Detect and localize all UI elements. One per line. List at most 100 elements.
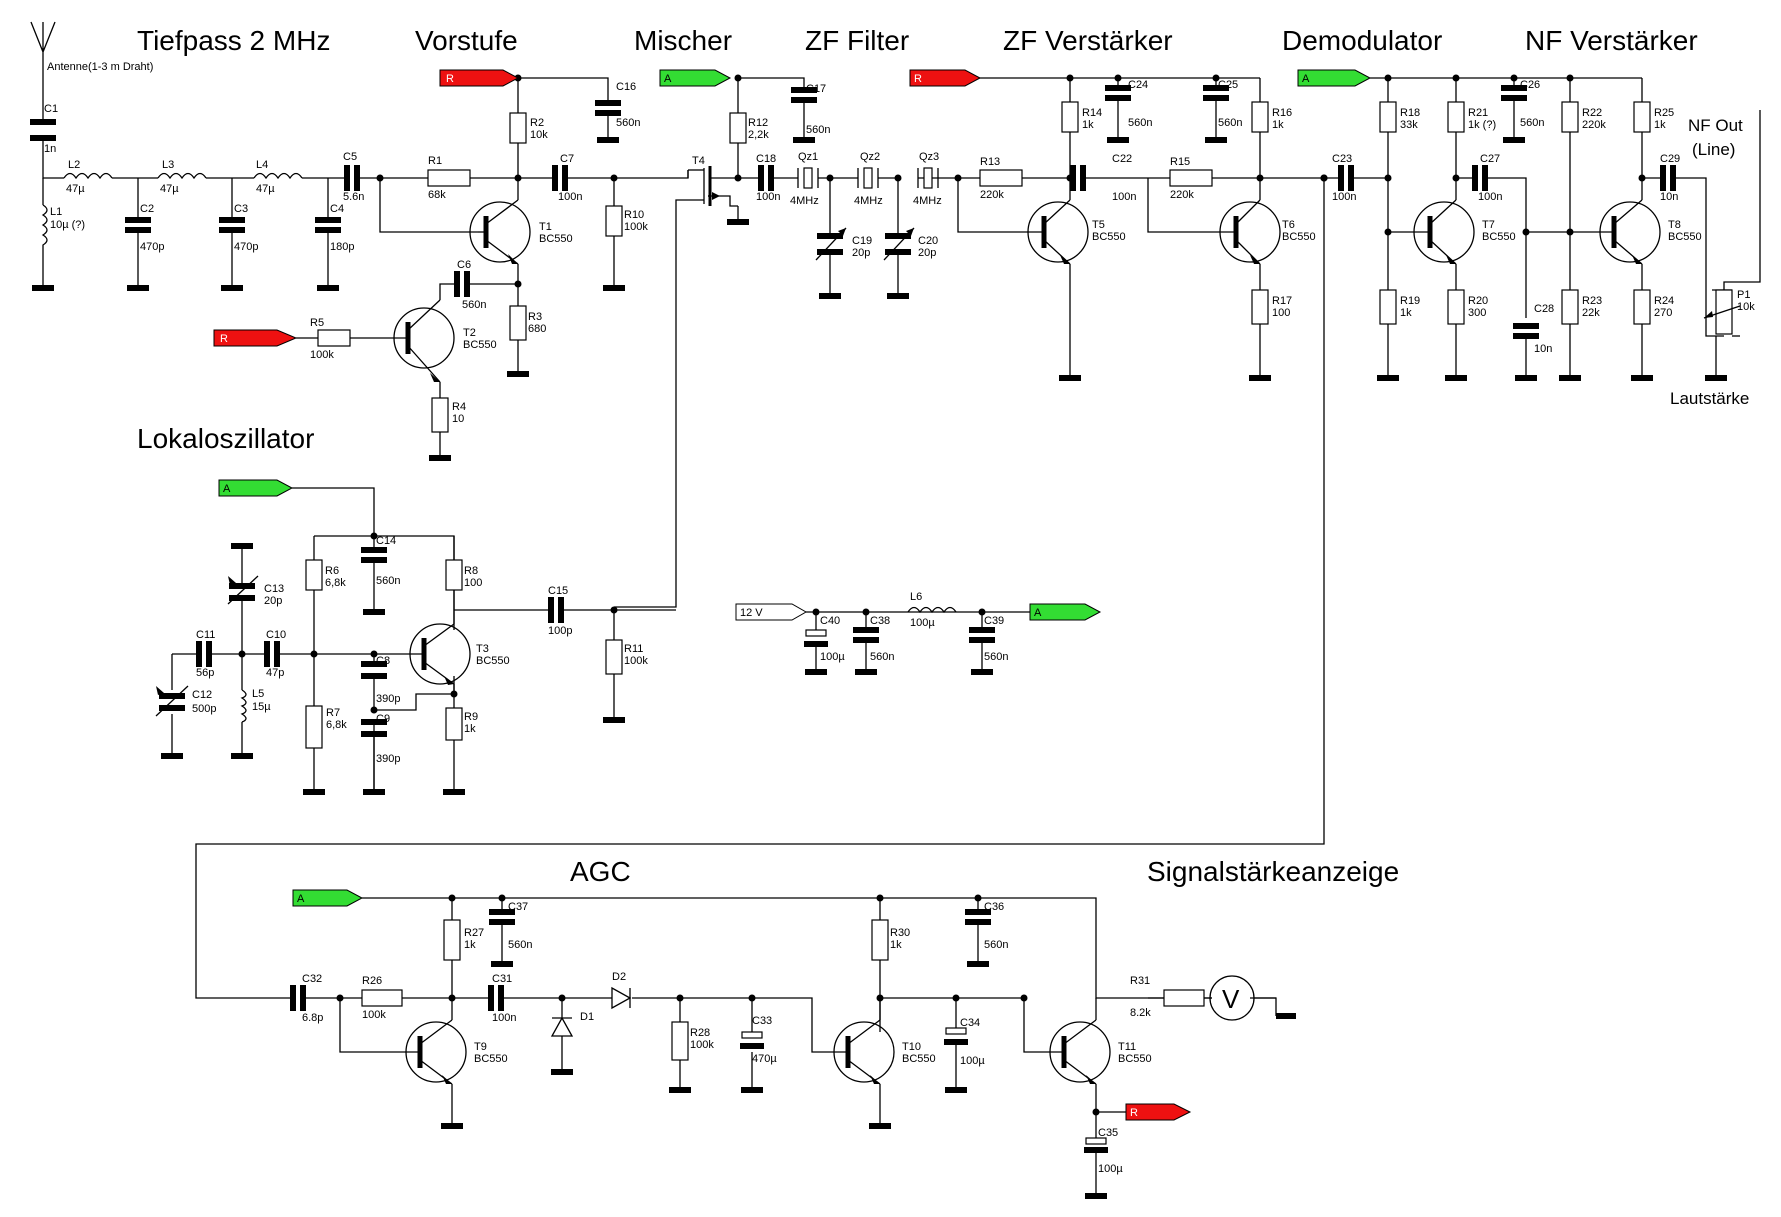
svg-text:1k: 1k: [1082, 119, 1094, 131]
svg-text:Qz1: Qz1: [798, 151, 818, 163]
trimmer-capacitor-c20: C20 20p: [883, 227, 938, 261]
svg-text:C37: C37: [508, 901, 528, 913]
svg-text:560n: 560n: [870, 651, 894, 663]
svg-text:C39: C39: [984, 615, 1004, 627]
svg-text:47µ: 47µ: [66, 183, 85, 195]
svg-text:L2: L2: [68, 159, 80, 171]
svg-text:47µ: 47µ: [256, 183, 275, 195]
svg-text:T8: T8: [1668, 219, 1681, 231]
resistor-r10: R10 100k: [605, 205, 648, 237]
svg-text:680: 680: [528, 323, 546, 335]
resistor-r8: R8 100: [445, 559, 482, 591]
svg-text:R31: R31: [1130, 975, 1150, 987]
svg-text:560n: 560n: [508, 939, 532, 951]
capacitor-c32: C32 6.8p: [290, 973, 323, 1024]
svg-text:560n: 560n: [1218, 117, 1242, 129]
capacitor-c11: C11 56p: [196, 629, 215, 679]
inductor-l4: L4 47µ: [253, 159, 303, 195]
svg-text:390p: 390p: [376, 693, 400, 705]
svg-text:C5: C5: [343, 151, 357, 163]
rail-flag-a: A: [218, 479, 294, 497]
resistor-r1: R1 68k: [427, 155, 471, 201]
mosfet-t4: T4: [682, 155, 720, 206]
svg-text:R18: R18: [1400, 107, 1420, 119]
svg-text:100µ: 100µ: [960, 1055, 985, 1067]
capacitor-c24: C24 560n: [1105, 79, 1152, 129]
svg-text:R20: R20: [1468, 295, 1488, 307]
svg-text:R16: R16: [1272, 107, 1292, 119]
svg-text:C38: C38: [870, 615, 890, 627]
svg-text:R22: R22: [1582, 107, 1602, 119]
svg-text:C6: C6: [457, 259, 471, 271]
transistor-t6: T6 BC550: [1219, 199, 1316, 265]
svg-text:C26: C26: [1520, 79, 1540, 91]
svg-text:T5: T5: [1092, 219, 1105, 231]
svg-text:R: R: [446, 73, 454, 85]
svg-text:100n: 100n: [1478, 191, 1502, 203]
svg-text:100n: 100n: [558, 191, 582, 203]
svg-text:100k: 100k: [624, 655, 648, 667]
svg-text:C22: C22: [1112, 153, 1132, 165]
svg-text:Qz3: Qz3: [919, 151, 939, 163]
svg-text:R27: R27: [464, 927, 484, 939]
svg-text:C12: C12: [192, 689, 212, 701]
svg-text:10k: 10k: [1737, 301, 1755, 313]
svg-text:560n: 560n: [1128, 117, 1152, 129]
svg-text:560n: 560n: [376, 575, 400, 587]
svg-text:100p: 100p: [548, 625, 572, 637]
svg-text:L4: L4: [256, 159, 268, 171]
diode-d2: D2: [611, 971, 632, 1010]
svg-text:R13: R13: [980, 156, 1000, 168]
svg-text:220k: 220k: [980, 189, 1004, 201]
svg-text:R17: R17: [1272, 295, 1292, 307]
svg-text:10n: 10n: [1534, 343, 1552, 355]
svg-text:C11: C11: [196, 629, 215, 641]
trimmer-capacitor-c12: C12 500p: [155, 685, 216, 717]
svg-text:R21: R21: [1468, 107, 1488, 119]
svg-text:C17: C17: [806, 83, 826, 95]
capacitor-c8: C8 390p: [361, 655, 400, 705]
capacitor-c27: C27 100n: [1472, 153, 1502, 203]
svg-text:R23: R23: [1582, 295, 1602, 307]
potentiometer-p1: P1 10k: [1703, 289, 1755, 335]
svg-text:470µ: 470µ: [752, 1053, 777, 1065]
svg-text:A: A: [223, 483, 231, 495]
svg-text:1k: 1k: [1400, 307, 1412, 319]
title-agc: AGC: [570, 856, 631, 887]
title-nf-verstaerker: NF Verstärker: [1525, 25, 1698, 56]
svg-text:T4: T4: [692, 155, 705, 167]
resistor-r30: R30 1k: [871, 919, 910, 961]
resistor-r27: R27 1k: [443, 919, 484, 961]
svg-text:T3: T3: [476, 643, 489, 655]
svg-text:1k: 1k: [464, 939, 476, 951]
rail-flag-a: A: [659, 69, 732, 87]
capacitor-c18: C18 100n: [756, 153, 780, 203]
svg-text:C4: C4: [330, 203, 344, 215]
capacitor-c38: C38 560n: [853, 615, 894, 663]
svg-text:6.8p: 6.8p: [302, 1012, 323, 1024]
svg-text:A: A: [1034, 607, 1042, 619]
svg-text:C40: C40: [820, 615, 840, 627]
nf-out-line-label: (Line): [1692, 140, 1735, 159]
svg-text:R: R: [914, 73, 922, 85]
svg-text:R24: R24: [1654, 295, 1674, 307]
resistor-r19: R19 1k: [1379, 289, 1420, 325]
svg-text:500p: 500p: [192, 703, 216, 715]
title-lokaloszillator: Lokaloszillator: [137, 423, 314, 454]
capacitor-c29: C29 10n: [1660, 153, 1680, 203]
inductor-l2: L2 47µ: [63, 159, 113, 195]
svg-text:R11: R11: [624, 643, 643, 655]
svg-text:1k: 1k: [890, 939, 902, 951]
resistor-r24: R24 270: [1633, 289, 1674, 325]
svg-text:4MHz: 4MHz: [790, 195, 819, 207]
svg-text:C28: C28: [1534, 303, 1554, 315]
capacitor-c6: C6 560n: [454, 259, 486, 311]
svg-text:C16: C16: [616, 81, 636, 93]
svg-text:C33: C33: [752, 1015, 772, 1027]
voltmeter-icon: V: [1209, 975, 1255, 1021]
svg-text:C15: C15: [548, 585, 568, 597]
capacitor-c16: C16 560n: [595, 81, 640, 129]
svg-text:100n: 100n: [1332, 191, 1356, 203]
svg-text:L6: L6: [910, 591, 922, 603]
diode-d1: D1: [550, 1011, 594, 1037]
